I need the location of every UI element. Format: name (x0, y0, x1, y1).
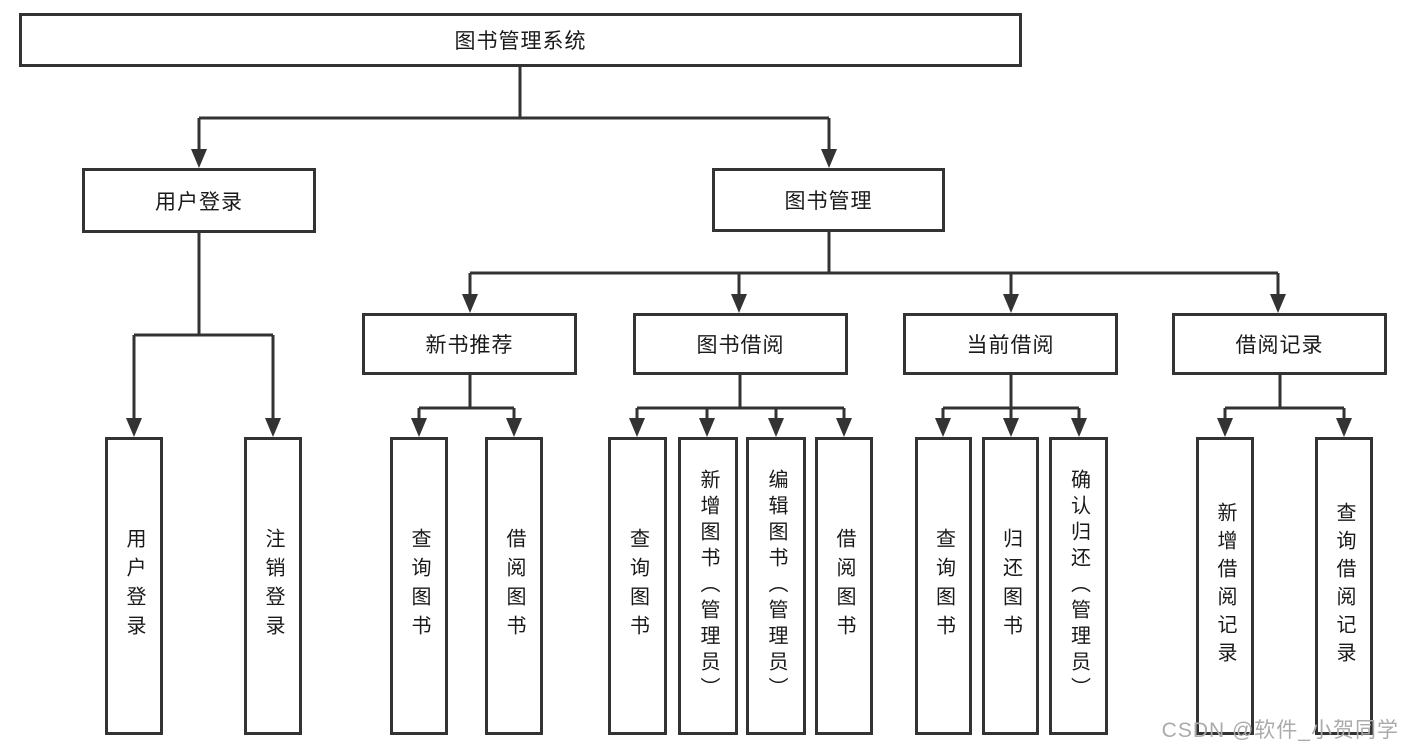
leaf-borrow-books-recommend: 借阅图书 (485, 437, 543, 735)
node-book-borrow: 图书借阅 (633, 313, 848, 375)
leaf-edit-books-admin-label: 编辑图书（管理员） (765, 469, 787, 703)
node-book-management: 图书管理 (712, 168, 945, 232)
leaf-query-books-recommend-label: 查询图书 (408, 528, 430, 644)
leaf-logout-label: 注销登录 (262, 528, 284, 644)
leaf-query-books-borrow-label: 查询图书 (626, 528, 649, 644)
leaf-query-books-recommend: 查询图书 (390, 437, 448, 735)
leaf-query-books-current: 查询图书 (915, 437, 972, 735)
leaf-return-books: 归还图书 (982, 437, 1039, 735)
leaf-user-login: 用户登录 (105, 437, 163, 735)
leaf-return-books-label: 归还图书 (999, 528, 1022, 644)
leaf-add-books-admin: 新增图书（管理员） (678, 437, 738, 735)
leaf-user-login-label: 用户登录 (123, 528, 145, 644)
leaf-confirm-return-admin: 确认归还（管理员） (1049, 437, 1108, 735)
leaf-query-books-borrow: 查询图书 (608, 437, 667, 735)
leaf-add-books-admin-label: 新增图书（管理员） (697, 469, 719, 703)
node-user-login: 用户登录 (82, 168, 316, 233)
leaf-query-borrow-record: 查询借阅记录 (1315, 437, 1373, 735)
leaf-borrow-books: 借阅图书 (815, 437, 873, 735)
leaf-borrow-books-recommend-label: 借阅图书 (503, 528, 525, 644)
csdn-watermark: CSDN @软件_小贺同学 (1161, 719, 1399, 742)
leaf-query-borrow-record-label: 查询借阅记录 (1333, 502, 1355, 670)
leaf-add-borrow-record-label: 新增借阅记录 (1214, 502, 1236, 670)
leaf-add-borrow-record: 新增借阅记录 (1196, 437, 1254, 735)
leaf-borrow-books-label: 借阅图书 (833, 528, 855, 644)
node-current-borrow: 当前借阅 (903, 313, 1118, 375)
leaf-edit-books-admin: 编辑图书（管理员） (746, 437, 806, 735)
node-library-management-system: 图书管理系统 (19, 13, 1022, 67)
leaf-query-books-current-label: 查询图书 (932, 528, 955, 644)
leaf-confirm-return-admin-label: 确认归还（管理员） (1067, 469, 1090, 703)
leaf-logout: 注销登录 (244, 437, 302, 735)
node-new-book-recommend: 新书推荐 (362, 313, 577, 375)
node-borrow-records: 借阅记录 (1172, 313, 1387, 375)
